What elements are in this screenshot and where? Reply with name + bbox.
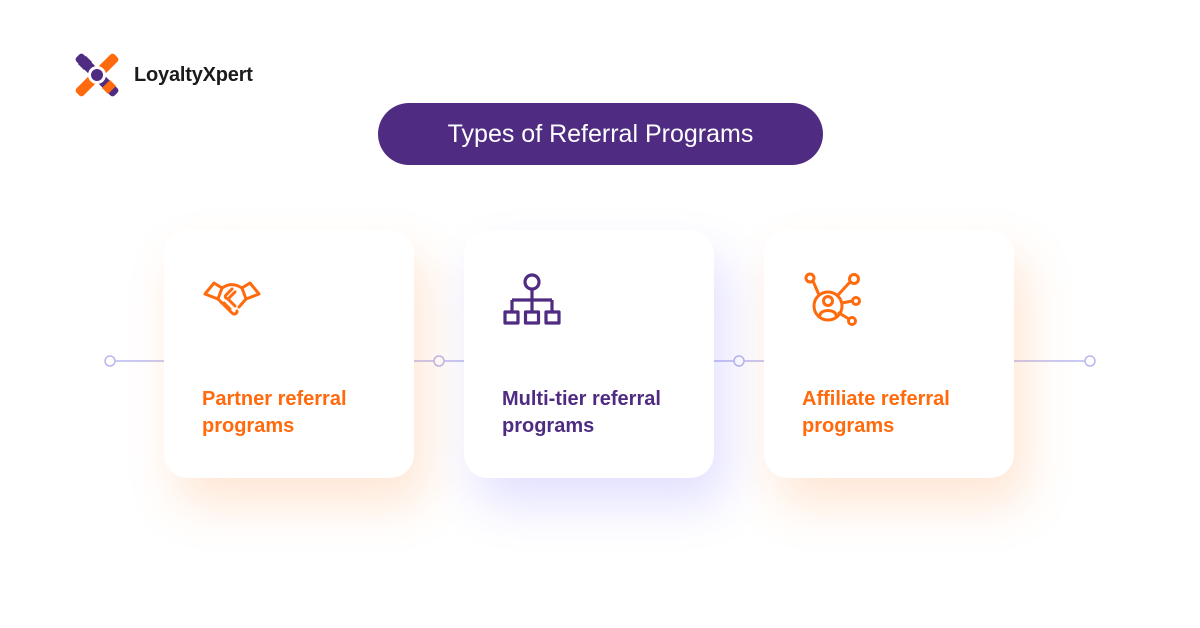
- logo-mark-icon: [75, 53, 119, 97]
- card-partner-referral: Partner referral programs: [164, 230, 414, 478]
- connector-node: [1084, 355, 1096, 367]
- card-label: Partner referral programs: [202, 388, 347, 437]
- card-affiliate-referral: Affiliate referral programs: [764, 230, 1014, 478]
- brand-logo: LoyaltyXpert: [68, 46, 253, 104]
- page-title: Types of Referral Programs: [378, 103, 823, 165]
- connector-node: [733, 355, 745, 367]
- brand-name: LoyaltyXpert: [134, 63, 253, 86]
- connector-node: [433, 355, 445, 367]
- card-label: Multi-tier referral programs: [502, 388, 661, 437]
- connector-node: [104, 355, 116, 367]
- handshake-icon: [203, 281, 261, 316]
- affiliate-network-icon: [804, 272, 861, 326]
- card-label: Affiliate referral programs: [802, 388, 950, 437]
- hierarchy-icon: [503, 273, 561, 325]
- card-multi-tier-referral: Multi-tier referral programs: [464, 230, 714, 478]
